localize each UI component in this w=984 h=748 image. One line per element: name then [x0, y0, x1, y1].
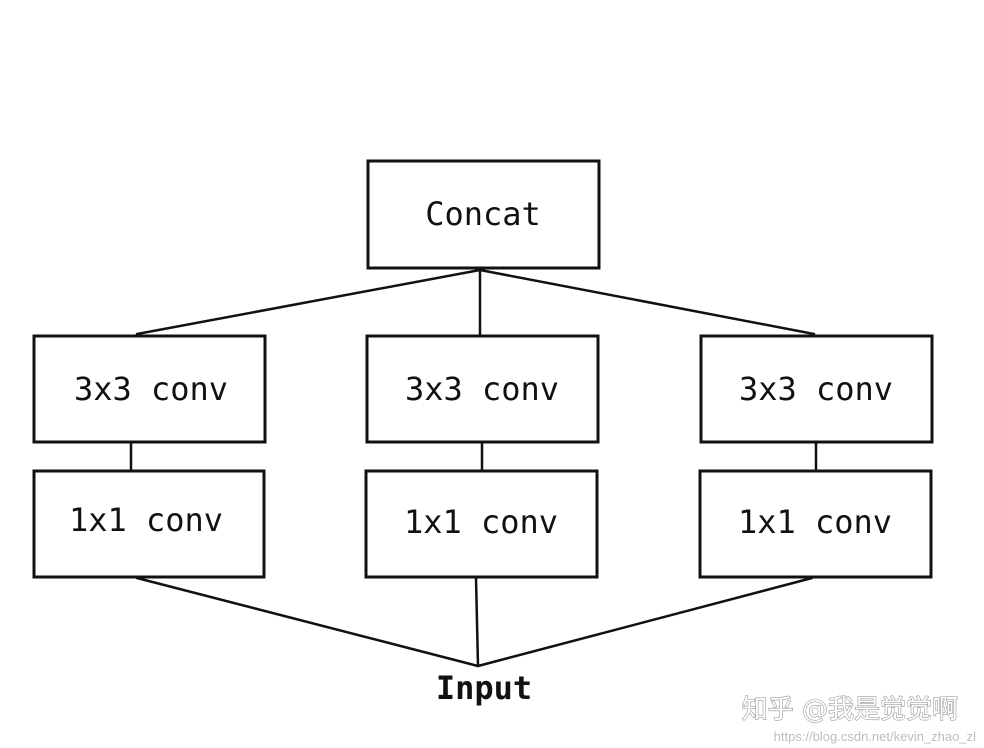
concat-box — [366, 159, 601, 270]
conv3x3-label-1: 3x3 conv — [74, 370, 228, 408]
watermark-primary: 知乎 @我是觉觉啊 — [742, 695, 958, 725]
conv3x3-box-2 — [365, 334, 600, 444]
conv3x3-label-2: 3x3 conv — [405, 370, 559, 408]
connector-concat-branch-1 — [135, 268, 482, 336]
connector-concat-branch-3 — [478, 268, 816, 336]
connector-branch-2-input — [474, 576, 480, 668]
branch-2: 3x3 conv 1x1 conv — [364, 334, 600, 579]
connector-branch-1-input — [135, 576, 480, 668]
branch-1: 3x3 conv 1x1 conv — [32, 334, 267, 579]
conv3x3-box-3 — [699, 334, 934, 444]
conv1x1-box-2 — [364, 469, 599, 579]
concat-label: Concat — [425, 195, 541, 233]
conv1x1-box-1 — [32, 469, 266, 579]
input-label: Input — [436, 669, 532, 707]
concat-node: Concat — [366, 159, 601, 270]
conv1x1-box-3 — [698, 469, 933, 579]
connector-branch-3-input — [476, 576, 814, 668]
conv3x3-label-3: 3x3 conv — [739, 370, 893, 408]
branch-3: 3x3 conv 1x1 conv — [698, 334, 934, 579]
conv3x3-box-1 — [32, 334, 267, 444]
conv1x1-label-1: 1x1 conv — [69, 501, 223, 539]
conv1x1-label-3: 1x1 conv — [738, 503, 892, 541]
conv1x1-label-2: 1x1 conv — [404, 503, 558, 541]
watermark-secondary: https://blog.csdn.net/kevin_zhao_zl — [774, 729, 976, 744]
